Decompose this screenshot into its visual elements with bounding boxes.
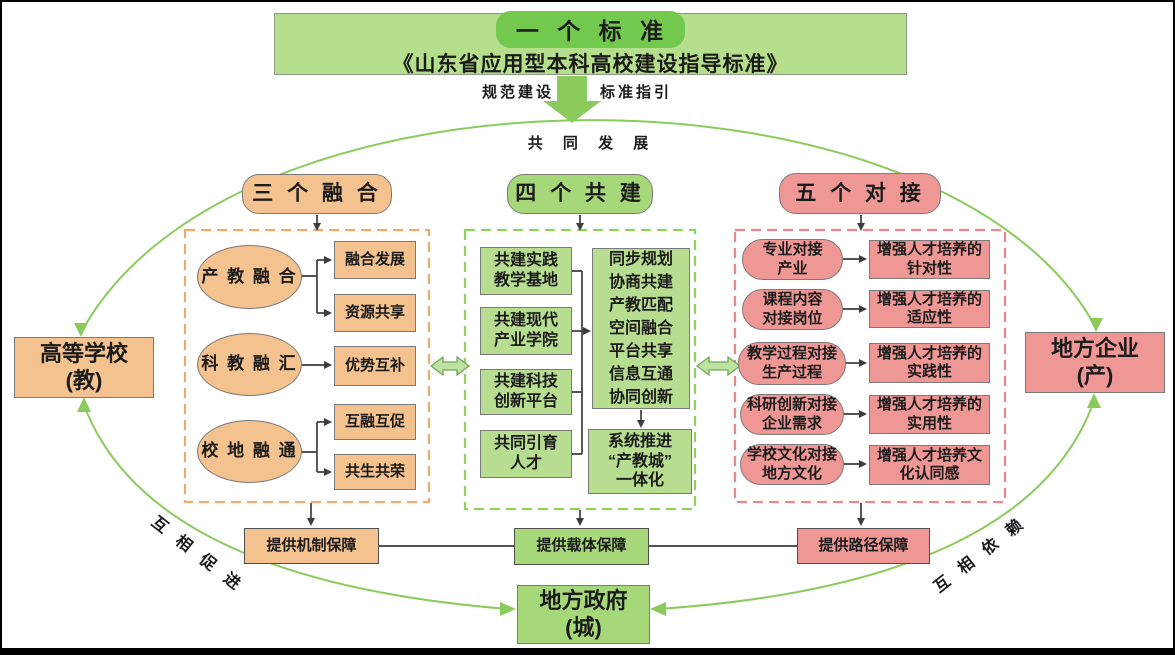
double-arrow-right-icon [695,355,742,377]
ecosystem-lower-left-arc [77,397,516,616]
docking-source-pill: 课程内容 对接岗位 [742,289,843,330]
docking-target-box: 增强人才培养的 针对性 [869,240,990,279]
header-three-integrations: 三 个 融 合 [242,174,392,214]
docking-target-box: 增强人才培养文 化认同感 [869,445,990,485]
fusion-target-box: 优势互补 [334,346,416,386]
docking-source-pill: 科研创新对接 企业需求 [740,394,844,435]
header-four-cobuilds: 四 个 共 建 [507,174,653,214]
cobuild-item-box: 共建实践 教学基地 [480,247,572,295]
entity-school-box: 高等学校 (教) [14,337,154,398]
three-integrations-dashed-frame [183,228,431,504]
standard-down-arrow [543,76,601,123]
banner-subtitle: 《山东省应用型本科高校建设指导标准》 [392,52,789,76]
ecosystem-upper-arc [74,119,1103,337]
docking-target-box: 增强人才培养的 适应性 [869,290,990,328]
process-box: 同步规划 协商共建 产教匹配 空间融合 平台共享 信息互通 协同创新 [592,248,690,409]
header-five-dockings: 五 个 对 接 [779,173,941,214]
standard-banner: 一 个 标 准 《山东省应用型本科高校建设指导标准》 [274,10,907,76]
fusion-target-box: 融合发展 [334,241,416,279]
entity-enterprise-box: 地方企业 (产) [1025,332,1165,393]
cobuild-item-box: 共建科技 创新平台 [480,369,572,415]
double-arrow-left-icon [429,355,471,377]
fusion-source-ellipse: 产 教 融 合 [197,245,302,309]
cobuild-item-box: 共同引育 人才 [480,430,572,478]
docking-target-box: 增强人才培养的 实用性 [869,395,990,434]
fusion-target-box: 共生共荣 [334,454,416,490]
black-connectors [302,215,867,547]
outcome-box: 系统推进 “产教城” 一体化 [588,429,692,494]
banner-title-pill: 一 个 标 准 [495,10,686,48]
footer-box-path: 提供路径保障 [797,528,930,564]
ecosystem-lower-right-arc [650,393,1101,616]
label-standard-guidance: 标准指引 [599,83,672,101]
fusion-source-ellipse: 科 教 融 汇 [197,333,302,396]
docking-source-pill: 学校文化对接 地方文化 [740,444,844,485]
footer-box-carrier: 提供载体保障 [514,528,649,565]
docking-source-pill: 专业对接 产业 [742,239,843,280]
cobuild-item-box: 共建现代 产业学院 [480,307,572,355]
docking-target-box: 增强人才培养的 实践性 [869,343,990,383]
footer-box-mechanism: 提供机制保障 [244,528,379,564]
label-common-development: 共 同 发 展 [527,134,657,152]
label-regulate-construction: 规范建设 [481,83,554,101]
fusion-target-box: 互融互促 [334,404,416,440]
docking-source-pill: 教学过程对接 生产过程 [738,342,846,385]
fusion-target-box: 资源共享 [334,294,416,332]
fusion-source-ellipse: 校 地 融 通 [197,420,302,483]
entity-government-box: 地方政府 (城) [517,585,650,644]
